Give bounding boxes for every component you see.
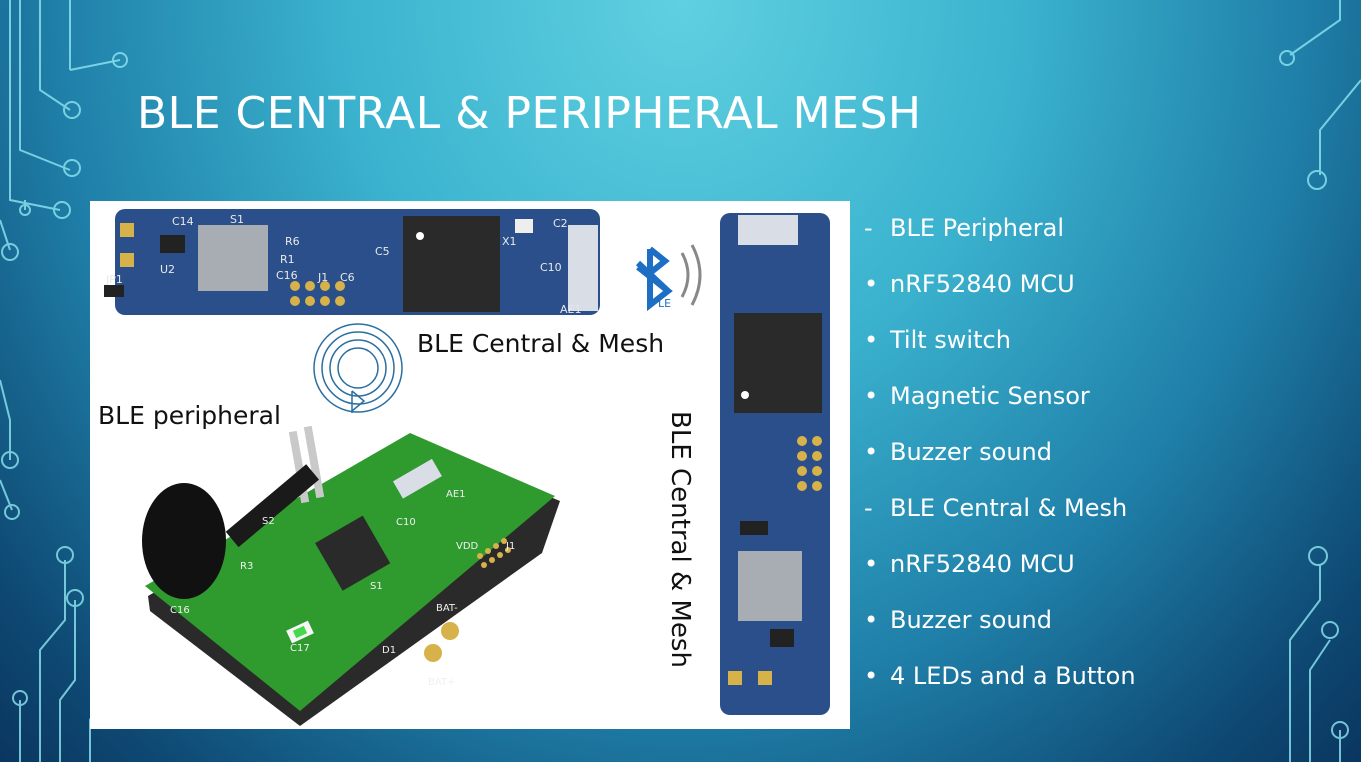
pcb-label: C16 bbox=[276, 269, 298, 282]
bullet-marker: - bbox=[864, 494, 873, 522]
list-item: • Buzzer sound bbox=[864, 432, 1136, 488]
pcb-label: C17 bbox=[290, 643, 310, 654]
pcb-label: X1 bbox=[502, 235, 517, 248]
label-ble-peripheral: BLE peripheral bbox=[98, 401, 281, 430]
list-item-text: 4 LEDs and a Button bbox=[890, 662, 1136, 690]
list-item-text: Buzzer sound bbox=[890, 606, 1052, 634]
top-pcb-board: C14 S1 R6 R1 C16 J1 C6 C5 X1 C10 C2 AE1 … bbox=[104, 209, 600, 316]
bullet-marker: • bbox=[864, 438, 879, 466]
pcb-label: VDD bbox=[456, 541, 479, 552]
pcb-label: C14 bbox=[172, 215, 194, 228]
list-item: -BLE Central & Mesh bbox=[864, 488, 1136, 544]
pcb-label: BAT- bbox=[436, 603, 458, 614]
pcb-label: C2 bbox=[553, 217, 568, 230]
pcb-label: U2 bbox=[160, 263, 175, 276]
pcb-label: AE1 bbox=[446, 489, 466, 500]
pcb-illustration: C14 S1 R6 R1 C16 J1 C6 C5 X1 C10 C2 AE1 … bbox=[104, 209, 830, 726]
mesh-bluetooth-icon bbox=[313, 323, 403, 413]
list-item: • 4 LEDs and a Button bbox=[864, 656, 1136, 712]
pcb-label: JP1 bbox=[105, 273, 123, 286]
pcb-label: C16 bbox=[170, 605, 190, 616]
list-item-text: nRF52840 MCU bbox=[890, 550, 1075, 578]
list-item-text: Tilt switch bbox=[890, 326, 1011, 354]
list-item-text: BLE Peripheral bbox=[890, 214, 1064, 242]
bullet-marker: • bbox=[864, 550, 879, 578]
bullet-marker: • bbox=[864, 326, 879, 354]
pcb-label: R3 bbox=[240, 561, 253, 572]
pcb-image: C14 S1 R6 R1 C16 J1 C6 C5 X1 C10 C2 AE1 … bbox=[90, 201, 850, 729]
pcb-label: BAT+ bbox=[428, 677, 455, 688]
pcb-label: J1 bbox=[505, 541, 515, 552]
list-item: • nRF52840 MCU bbox=[864, 264, 1136, 320]
slide-title: BLE CENTRAL & PERIPHERAL MESH bbox=[137, 88, 922, 139]
bluetooth-le-icon: LE bbox=[635, 244, 702, 312]
bullet-marker: • bbox=[864, 662, 879, 690]
pcb-label: J1 bbox=[317, 271, 328, 284]
pcb-label: C10 bbox=[540, 261, 562, 274]
green-pcb-board: AE1 C10 VDD J1 S2 R3 C17 D1 BAT- BAT+ C1… bbox=[142, 425, 560, 726]
pcb-label: D1 bbox=[382, 645, 396, 656]
pcb-label: S1 bbox=[230, 213, 244, 226]
bullet-marker: • bbox=[864, 606, 879, 634]
bullet-marker: - bbox=[864, 214, 873, 242]
pcb-label: S2 bbox=[262, 516, 275, 527]
pcb-label: R6 bbox=[285, 235, 300, 248]
feature-list: -BLE Peripheral •nRF52840 MCU •Tilt swit… bbox=[864, 208, 1136, 712]
list-item: • Buzzer sound bbox=[864, 600, 1136, 656]
label-vertical-central-mesh: BLE Central & Mesh bbox=[665, 411, 695, 668]
list-item: -BLE Peripheral bbox=[864, 208, 1136, 264]
list-item: • Magnetic Sensor bbox=[864, 376, 1136, 432]
bluetooth-le-text: LE bbox=[658, 297, 671, 310]
list-item-text: Buzzer sound bbox=[890, 438, 1052, 466]
pcb-label: R1 bbox=[280, 253, 295, 266]
pcb-label: C10 bbox=[396, 517, 416, 528]
pcb-label: AE1 bbox=[560, 303, 581, 316]
pcb-label: C6 bbox=[340, 271, 355, 284]
side-pcb-board bbox=[720, 213, 830, 715]
bullet-marker: • bbox=[864, 270, 879, 298]
list-item-text: nRF52840 MCU bbox=[890, 270, 1075, 298]
pcb-label: C5 bbox=[375, 245, 390, 258]
list-item-text: Magnetic Sensor bbox=[890, 382, 1090, 410]
label-ble-central-mesh: BLE Central & Mesh bbox=[417, 329, 665, 358]
list-item: • Tilt switch bbox=[864, 320, 1136, 376]
list-item-text: BLE Central & Mesh bbox=[890, 494, 1128, 522]
list-item: • nRF52840 MCU bbox=[864, 544, 1136, 600]
pcb-label: S1 bbox=[370, 581, 383, 592]
bullet-marker: • bbox=[864, 382, 879, 410]
